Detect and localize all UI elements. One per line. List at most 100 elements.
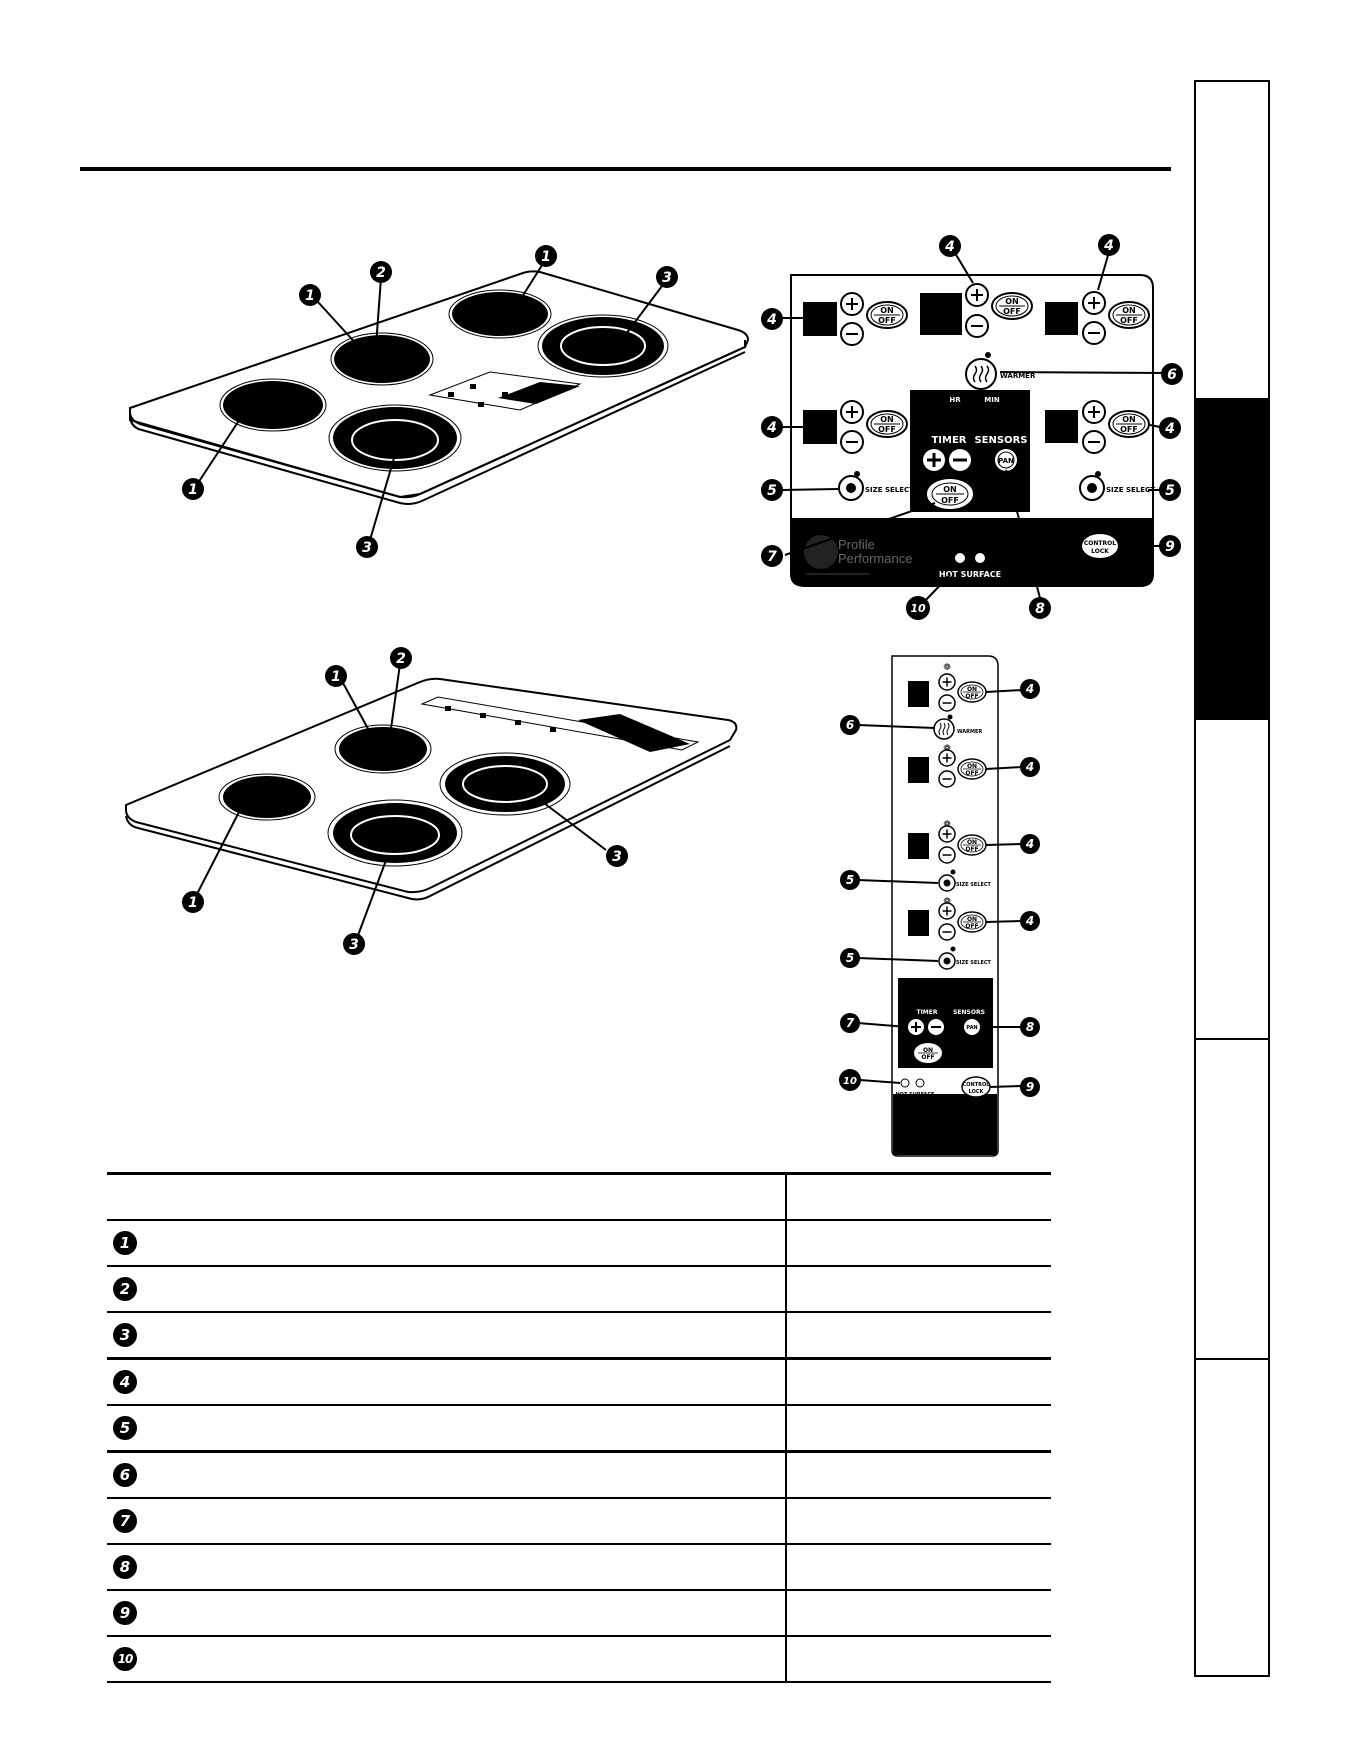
- hr-label: HR: [949, 396, 961, 404]
- callout-1: 1: [331, 669, 341, 685]
- display-1: [908, 681, 929, 707]
- callout-10: 10: [843, 1076, 857, 1087]
- on-label: ON: [967, 686, 977, 693]
- tab-1[interactable]: [1196, 82, 1268, 400]
- off-label: OFF: [965, 846, 978, 853]
- callout-10: 10: [910, 602, 926, 615]
- on-label: ON: [967, 839, 977, 846]
- callout-4: 4: [1025, 837, 1034, 851]
- callout-1: 1: [541, 249, 551, 265]
- display-2: [908, 757, 929, 783]
- row-number-badge: 7: [113, 1509, 137, 1533]
- tab-4[interactable]: [1196, 1040, 1268, 1360]
- callout-4: 4: [1025, 914, 1034, 928]
- pan-sensor-button[interactable]: [964, 1019, 980, 1035]
- warmer-label: WARMER: [1000, 372, 1036, 380]
- hot-surface-label: HOT SURFACE: [939, 570, 1001, 579]
- mini-control-panel: [428, 371, 582, 411]
- display-3: [908, 833, 929, 859]
- callout-6: 6: [846, 718, 854, 732]
- svg-text:❁: ❁: [943, 897, 951, 907]
- size-select-label: SIZE SELECT: [956, 882, 992, 888]
- burner-front-left: [223, 776, 311, 818]
- table-row: 3: [107, 1313, 1051, 1360]
- table-row: 6: [107, 1453, 1051, 1499]
- callout-4: 4: [766, 420, 777, 436]
- off-label: OFF: [965, 693, 978, 700]
- off-label: OFF: [1120, 316, 1138, 325]
- off-label: OFF: [921, 1054, 934, 1061]
- warmer-label: WARMER: [957, 729, 982, 735]
- table-row: 7: [107, 1499, 1051, 1545]
- header-rule: [80, 167, 1171, 171]
- on-label: ON: [880, 306, 894, 315]
- display-center-rear: [920, 293, 962, 335]
- lock-label: LOCK: [1091, 548, 1109, 555]
- row-number-badge: 5: [113, 1416, 137, 1440]
- on-label: ON: [923, 1047, 933, 1054]
- callout-5: 5: [767, 483, 777, 499]
- hot-surface-indicator: [915, 1078, 925, 1088]
- control-label: CONTROL: [963, 1082, 991, 1088]
- off-label: OFF: [1120, 425, 1138, 434]
- svg-text:❁: ❁: [943, 820, 951, 830]
- off-label: OFF: [965, 770, 978, 777]
- svg-text:❁: ❁: [943, 744, 951, 754]
- min-label: MIN: [984, 396, 1000, 404]
- hot-surface-indicator: [900, 1078, 910, 1088]
- on-label: ON: [1122, 415, 1136, 424]
- callout-3: 3: [349, 937, 359, 953]
- tab-2-active[interactable]: [1196, 400, 1268, 720]
- cooktop-diagram-top: 1 2 1 3 1 3: [129, 245, 750, 558]
- callout-4: 4: [1025, 682, 1034, 696]
- callout-2: 2: [396, 651, 406, 667]
- row-number-badge: 2: [113, 1277, 137, 1301]
- hot-surface-indicator: [975, 553, 985, 563]
- mini-control-panel: [420, 696, 700, 752]
- callout-9: 9: [1165, 539, 1175, 555]
- display-left-front: [803, 410, 837, 444]
- table-row: 10: [107, 1637, 1051, 1683]
- callout-1: 1: [188, 895, 198, 911]
- brand-logo: [804, 535, 838, 569]
- control-label: CONTROL: [1084, 540, 1116, 547]
- size-select-label: SIZE SELECT: [865, 486, 914, 494]
- on-label: ON: [967, 916, 977, 923]
- callout-4: 4: [1025, 760, 1034, 774]
- timer-label: TIMER: [931, 435, 966, 446]
- row-number-badge: 6: [113, 1463, 137, 1487]
- callout-1: 1: [305, 288, 315, 304]
- callout-5: 5: [846, 873, 854, 887]
- table-header: [107, 1172, 1051, 1221]
- pan-label: PAN: [998, 457, 1014, 465]
- off-label: OFF: [1003, 307, 1021, 316]
- callout-4: 4: [1103, 238, 1114, 254]
- callout-5: 5: [1165, 483, 1175, 499]
- row-number-badge: 1: [113, 1231, 137, 1255]
- display-right-front: [1045, 410, 1078, 443]
- on-label: ON: [1122, 306, 1136, 315]
- hot-surface-label: HOT SURFACE: [896, 1092, 935, 1098]
- callout-6: 6: [1167, 367, 1177, 383]
- callout-7: 7: [846, 1016, 855, 1030]
- timer-label: TIMER: [916, 1009, 937, 1016]
- brand-line-1: Profile: [838, 537, 875, 552]
- callout-8: 8: [1026, 1020, 1034, 1034]
- row-number-badge: 4: [113, 1370, 137, 1394]
- feature-table: 1 2 3 4 5 6 7 8 9 10: [107, 1172, 1051, 1683]
- callout-4: 4: [766, 312, 777, 328]
- cooktop-diagram-bottom: 1 2 1 3 3: [125, 647, 738, 955]
- control-lock-button[interactable]: [1082, 534, 1118, 558]
- table-row: 1: [107, 1221, 1051, 1267]
- callout-5: 5: [846, 951, 854, 965]
- callout-4: 4: [944, 239, 955, 255]
- burner-rear-left: [334, 335, 430, 383]
- burner-rear-left: [339, 727, 427, 771]
- tab-5[interactable]: [1196, 1360, 1268, 1675]
- tab-3[interactable]: [1196, 720, 1268, 1040]
- on-label: ON: [1005, 297, 1019, 306]
- off-label: OFF: [878, 316, 896, 325]
- display-left-rear: [803, 302, 837, 336]
